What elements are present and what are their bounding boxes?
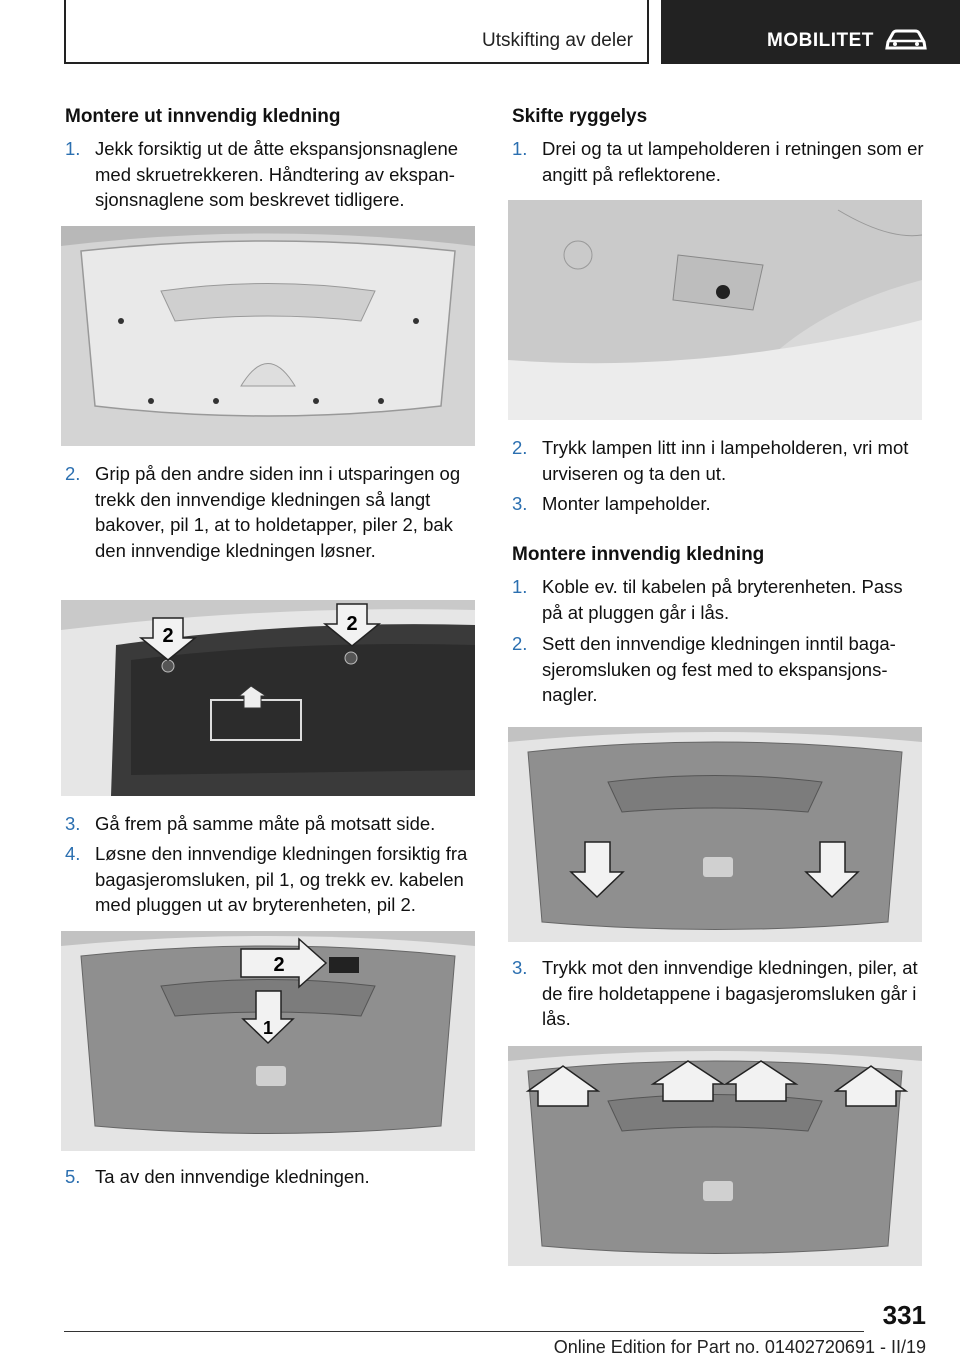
trunk-lining-illustration xyxy=(61,226,475,446)
car-icon xyxy=(885,29,927,50)
step-number: 1. xyxy=(65,138,81,159)
arrow-label: 2 xyxy=(273,954,284,976)
step-text: Ta av den innvendige kledningen. xyxy=(95,1166,370,1187)
step-text: Trykk mot den innvendige kledningen, pil… xyxy=(542,957,918,1029)
footer-divider xyxy=(64,1331,864,1332)
step-text: Monter lampeholder. xyxy=(542,493,711,514)
step-number: 2. xyxy=(512,437,528,458)
step-text: Jekk forsiktig ut de åtte ekspansjonsnag… xyxy=(95,138,459,210)
step-text: Drei og ta ut lampeholderen i retningen … xyxy=(542,138,924,185)
section-title: Utskifting av deler xyxy=(481,30,633,51)
list-item: 1. Jekk forsiktig ut de åtte ekspansjons… xyxy=(65,136,477,213)
retaining-clips-illustration: 2 2 xyxy=(61,600,475,796)
arrow-label: 2 xyxy=(346,613,357,635)
arrow-label: 1 xyxy=(263,1018,273,1038)
list-item: 2. Grip på den andre siden inn i utspari… xyxy=(65,461,477,563)
page-number: 331 xyxy=(882,1300,926,1330)
step-number: 1. xyxy=(512,138,528,159)
step-number: 5. xyxy=(65,1166,81,1187)
list-item: 3. Gå frem på samme måte på motsatt side… xyxy=(65,811,477,837)
header-chapter-box: MOBILITET xyxy=(661,0,960,64)
step-number: 1. xyxy=(512,576,528,597)
lamp-holder-illustration xyxy=(508,200,922,420)
list-item: 2. Trykk lampen litt inn i lampeholderen… xyxy=(512,435,924,486)
heading-install-lining: Montere innvendig kledning xyxy=(512,544,765,565)
attach-lining-illustration xyxy=(508,727,922,942)
release-lining-illustration: 2 1 xyxy=(61,931,475,1151)
step-number: 2. xyxy=(512,633,528,654)
step-number: 3. xyxy=(512,493,528,514)
step-number: 2. xyxy=(65,463,81,484)
list-item: 3. Monter lampeholder. xyxy=(512,491,924,517)
step-number: 3. xyxy=(65,813,81,834)
press-lining-illustration xyxy=(508,1046,922,1266)
list-item: 1. Drei og ta ut lampeholderen i retning… xyxy=(512,136,924,187)
chapter-title: MOBILITET xyxy=(767,30,874,51)
list-item: 5. Ta av den innvendige kledningen. xyxy=(65,1164,477,1190)
list-item: 4. Løsne den innvendige kledningen forsi… xyxy=(65,841,477,918)
step-text: Gå frem på samme måte på motsatt side. xyxy=(95,813,436,834)
step-number: 3. xyxy=(512,957,528,978)
step-text: Sett den innvendige kledningen inntil ba… xyxy=(542,633,896,705)
list-item: 1. Koble ev. til kabelen på bryterenhete… xyxy=(512,574,924,625)
step-text: Trykk lampen litt inn i lampeholderen, v… xyxy=(542,437,909,484)
list-item: 3. Trykk mot den innvendige kledningen, … xyxy=(512,955,924,1032)
heading-remove-lining: Montere ut innvendig kledning xyxy=(65,106,341,127)
step-text: Koble ev. til kabelen på bryterenheten. … xyxy=(542,576,903,623)
step-number: 4. xyxy=(65,843,81,864)
step-text: Grip på den andre siden inn i utsparinge… xyxy=(95,463,461,561)
list-item: 2. Sett den innvendige kledningen inntil… xyxy=(512,631,924,708)
heading-replace-reverse-light: Skifte ryggelys xyxy=(512,106,648,127)
header-section-box: Utskifting av deler xyxy=(64,0,649,64)
arrow-label: 2 xyxy=(162,625,173,647)
footer-text: Online Edition for Part no. 01402720691 … xyxy=(553,1337,926,1357)
step-text: Løsne den innvendige kledningen forsikti… xyxy=(95,843,468,915)
